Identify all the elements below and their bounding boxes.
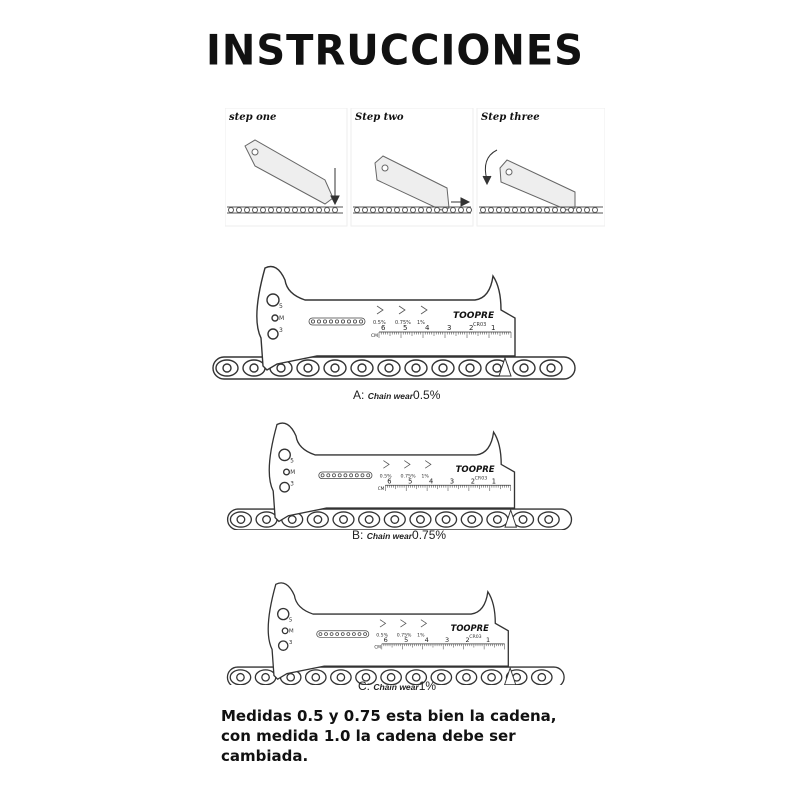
wear-mark-label: 0.5% [380,474,393,480]
caption-b: B: Chain wear0.75% [352,528,446,542]
brand-logo: TOOPRE [453,311,495,321]
caption-c-prefix: C: [358,679,370,693]
model-label: CR03 [475,476,488,482]
wear-mark-label: 1% [417,632,425,638]
step-two-arrow-icon [451,197,471,207]
scale-number: 5 [408,477,412,485]
hole-label: M [279,315,284,322]
scale-number: 2 [466,636,470,644]
hole-label: 5 [290,459,294,465]
chain [226,508,573,530]
wear-mark-label: 0.75% [401,474,417,480]
hole-label: 3 [290,481,294,487]
step-one-label: step one [229,112,277,123]
scale-number: 1 [486,636,490,644]
brand-logo: TOOPRE [456,465,495,475]
caption-b-wear-label: Chain wear [366,531,413,541]
wear-mark-label: 1% [417,320,425,326]
note-line-3: cambiada. [221,747,309,765]
scale-number: 6 [381,324,386,332]
steps-strip: step one Step two Step three [225,108,605,228]
step-three-tool [499,159,576,211]
note-line-1: Medidas 0.5 y 0.75 esta bien la cadena, [221,707,557,725]
wear-mark-label: 0.5% [376,632,388,638]
chain-checker-tool [267,582,509,680]
scale-number: 2 [469,324,473,332]
scale-number: 4 [425,636,429,644]
wear-mark-label: 0.75% [395,320,411,326]
step-two-label: Step two [355,112,404,123]
scale-number: 1 [491,324,495,332]
mini-chain-icon [316,630,370,638]
step-chains [227,206,603,214]
caption-a: A: Chain wear0.5% [353,388,440,402]
caption-a-wear-label: Chain wear [367,391,414,401]
caption-b-prefix: B: [352,528,364,542]
chain-checker-tool [256,265,516,371]
hole-label: M [289,629,294,635]
chain [226,666,565,685]
step-three-label: Step three [481,112,540,123]
scale-number: 4 [429,477,433,485]
chain [212,356,576,380]
caption-c-wear-label: Chain wear [373,682,419,692]
caption-c-value: 1% [418,679,437,693]
caption-b-value: 0.75% [412,528,447,542]
scale-unit: CM [371,333,378,339]
step-one-arrow-icon [330,168,340,206]
caption-c: C: Chain wear1% [358,679,436,693]
scale-number: 6 [387,477,391,485]
scale-number: 5 [404,636,408,644]
scale-number: 3 [445,636,449,644]
instruction-note: Medidas 0.5 y 0.75 esta bien la cadena, … [221,706,741,766]
caption-a-prefix: A: [353,388,365,402]
chain-checker-tool [268,422,516,523]
step-two-tool [374,155,450,211]
note-line-2: con medida 1.0 la cadena debe ser [221,727,516,745]
scale-number: 3 [447,324,451,332]
model-label: CR03 [469,634,481,640]
scale-number: 5 [403,324,407,332]
steps-illustration [225,108,605,227]
scale-number: 2 [471,477,475,485]
mini-chain-icon [318,471,373,480]
mini-chain-icon [308,317,366,326]
scale-unit: CM [374,644,381,649]
scale-number: 1 [492,477,496,485]
scale-number: 4 [425,324,430,332]
page-title: INSTRUCCIONES [206,26,584,76]
scale-number: 6 [384,636,388,644]
wear-mark-label: 0.75% [397,632,412,638]
wear-mark-label: 1% [421,474,429,480]
hole-label: M [290,470,295,476]
step-one-tool [244,139,334,205]
brand-logo: TOOPRE [451,623,489,633]
hole-label: 5 [279,303,283,310]
wear-mark-label: 0.5% [373,320,386,326]
hole-label: 3 [279,327,283,334]
model-label: CR03 [473,322,486,328]
scale-unit: CM [378,486,385,492]
caption-a-value: 0.5% [413,388,441,402]
hole-label: 3 [289,640,293,646]
step-three-rotate-arrow-icon [482,149,498,186]
scale-number: 3 [450,477,454,485]
hole-label: 5 [289,618,293,624]
